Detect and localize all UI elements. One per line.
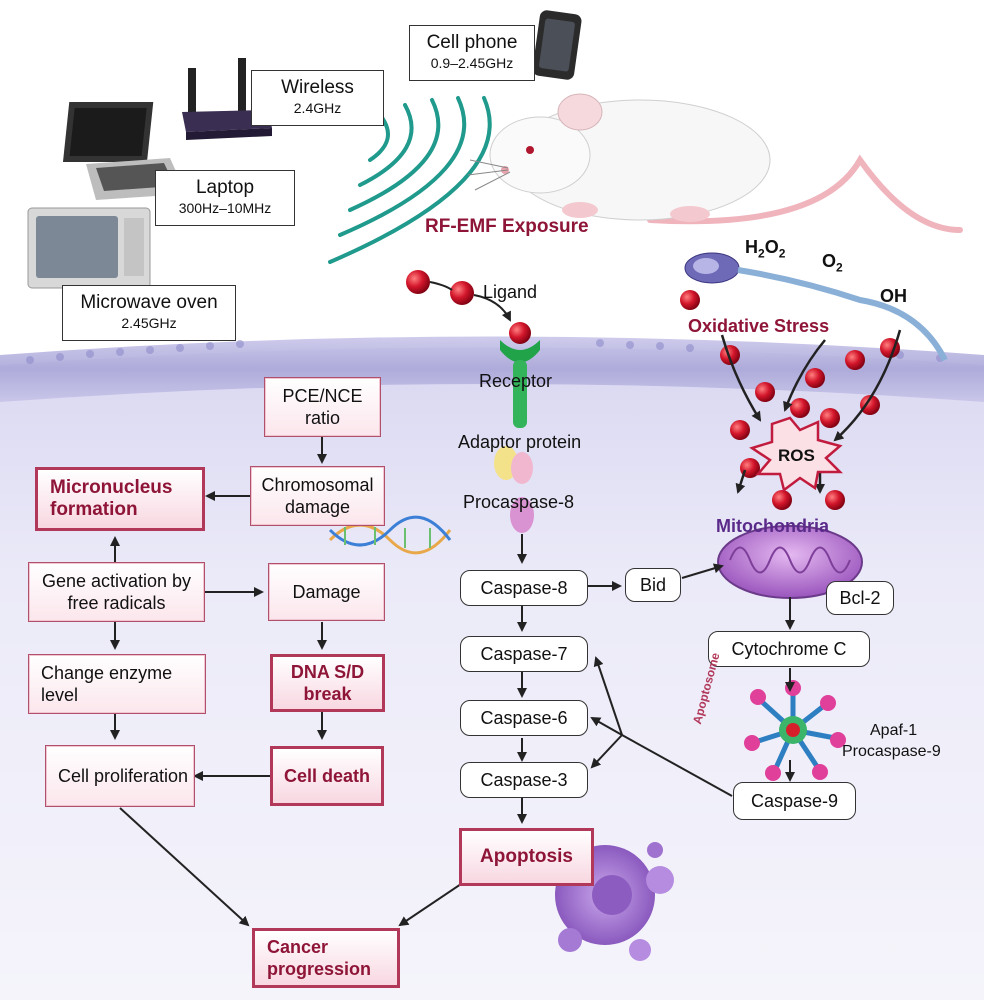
caspase7-box: Caspase-7 [460,636,588,672]
micronucleus-box: Micronucleus formation [35,467,205,531]
rf-waves [328,96,492,264]
wireless-label: Wireless 2.4GHz [251,70,384,126]
cytochrome-c-box: Cytochrome C [708,631,870,667]
microwave-icon [27,207,151,289]
cancer-progression-box: Cancer progression [252,928,400,988]
h2o2-o: O [764,237,779,257]
cell-proliferation-box: Cell proliferation [45,745,195,807]
adaptor-label: Adaptor protein [458,432,582,452]
cell-phone-name: Cell phone [426,32,518,53]
caspase9-box: Caspase-9 [733,782,856,820]
caspase8-box: Caspase-8 [460,570,588,606]
ros-arrows [720,329,902,494]
pce-nce-box: PCE/NCE ratio [264,377,381,437]
procaspase8-label: Procaspase-8 [463,492,575,512]
chromosomal-damage-box: Chromosomal damage [250,466,385,526]
exposure-title: RF-EMF Exposure [425,216,589,237]
microwave-frequency: 2.45GHz [121,315,177,331]
h2o2-sub1: 2 [758,246,765,261]
procaspase9-label: Procaspase-9 [842,743,941,760]
cell-death-box: Cell death [270,746,384,806]
oh-label: OH [880,286,907,306]
bcl2-box: Bcl-2 [826,581,894,615]
pathway-arrows [110,436,795,927]
laptop-frequency: 300Hz–10MHz [178,200,272,216]
wireless-frequency: 2.4GHz [293,100,342,116]
o2-o: O [822,251,837,271]
gene-activation-box: Gene activation by free radicals [28,562,205,622]
microwave-label: Microwave oven 2.45GHz [62,285,236,341]
h2o2-label: H2O2 [745,237,785,261]
mitochondria-organelle [717,525,863,599]
receptor-protein [494,322,540,564]
apoptosis-box: Apoptosis [459,828,594,886]
oxidative-stress-label: Oxidative Stress [688,316,830,336]
ros-label: ROS [778,446,815,465]
bid-box: Bid [625,568,681,602]
mitochondria-label: Mitochondria [716,516,829,536]
caspase6-box: Caspase-6 [460,700,588,736]
oxidative-agent [684,252,948,362]
cell-phone-frequency: 0.9–2.45GHz [430,55,514,71]
dna-break-box: DNA S/D break [270,654,385,712]
cell-phone-icon [532,10,582,80]
caspase3-box: Caspase-3 [460,762,588,798]
apoptosome-complex [744,680,846,781]
mouse-icon [467,93,963,233]
laptop-label: Laptop 300Hz–10MHz [155,170,295,226]
ligand-label: Ligand [483,282,538,302]
laptop-name: Laptop [195,177,255,198]
h2o2-sub2: 2 [778,246,786,261]
dna-helix [328,515,452,555]
membrane-lipids [26,339,944,364]
apaf1-label: Apaf-1 [870,722,918,739]
receptor-label: Receptor [479,371,553,391]
o2-sub: 2 [836,260,843,275]
h2o2-h: H [745,237,758,257]
enzyme-box: Change enzyme level [28,654,206,714]
ligand-molecules [406,270,511,322]
ros-burst [749,416,844,493]
cell-interior [0,347,984,1000]
o2-label: O2 [822,251,843,275]
microwave-name: Microwave oven [80,292,218,313]
cell-phone-label: Cell phone 0.9–2.45GHz [409,25,535,81]
ros-particles [680,290,900,510]
wireless-name: Wireless [281,77,354,98]
router-icon [182,58,272,140]
damage-box: Damage [268,563,385,621]
